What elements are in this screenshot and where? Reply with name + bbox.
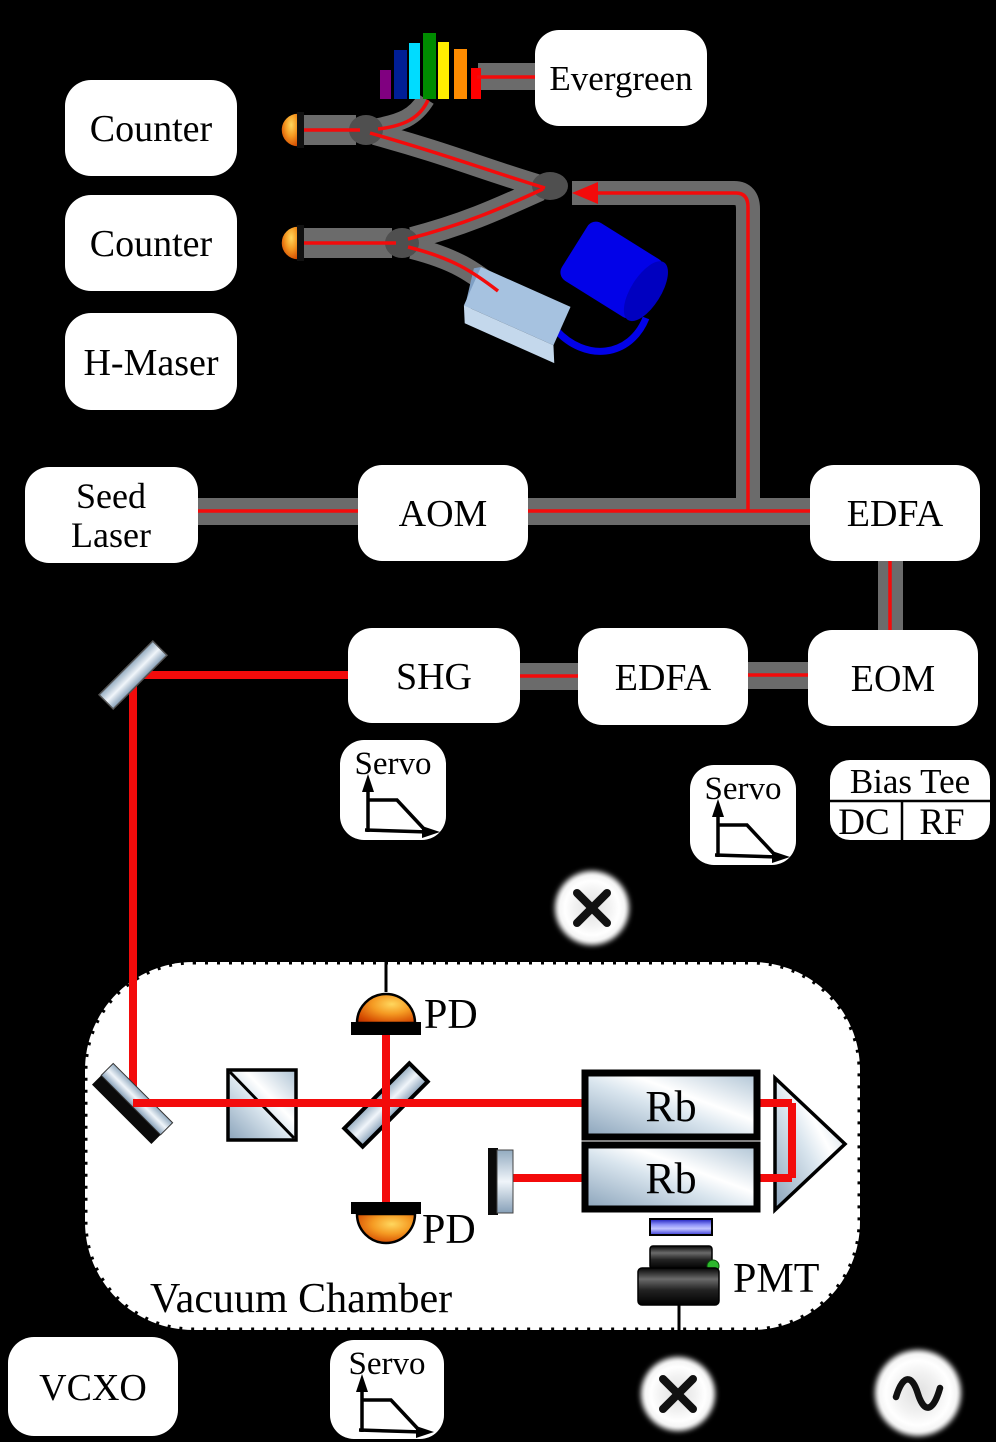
pmt-label: PMT	[733, 1256, 819, 1302]
spectrum-bar	[423, 33, 436, 99]
fiber-coupler-3	[532, 172, 568, 200]
fiber-network	[198, 63, 903, 690]
bias-tee-dc-label: DC	[838, 802, 889, 843]
rb-cell-top-label: Rb	[645, 1082, 696, 1131]
pmt-body	[637, 1267, 720, 1306]
counter-top-box	[65, 80, 237, 176]
spectrum-bars	[380, 33, 481, 99]
seed-laser-box	[25, 467, 198, 563]
mixer-upper-icon	[555, 871, 629, 945]
counter-bottom-label: Counter	[90, 223, 213, 265]
shg-label: SHG	[396, 656, 472, 698]
servo-3: Servo	[330, 1340, 444, 1439]
pd-top-base	[351, 1022, 421, 1035]
servo-1: Servo	[340, 740, 446, 840]
spectrum-bar	[454, 49, 467, 99]
eom-label: EOM	[851, 658, 935, 700]
edfa-top-box	[810, 465, 980, 561]
photodiode-base	[297, 112, 304, 148]
spool-cap	[623, 261, 668, 322]
blue-fiber	[553, 316, 650, 355]
fiber-coupler-2	[385, 228, 419, 258]
rb-cell-bottom-body	[581, 1141, 761, 1213]
evergreen-box	[535, 30, 707, 126]
oscillator-icon	[875, 1350, 961, 1436]
seed-laser-label-2: Laser	[71, 515, 151, 555]
fiber-spool-icon	[560, 221, 668, 322]
pd-top: PD	[351, 958, 478, 1038]
mixer-lower-icon	[641, 1357, 715, 1431]
eom-box	[808, 630, 978, 726]
optical-filter-icon	[649, 1218, 713, 1236]
aom-box	[358, 465, 528, 561]
vacuum-chamber-label: Vacuum Chamber	[150, 1276, 452, 1322]
rb-cell-bottom: Rb	[581, 1141, 761, 1213]
fiber-cores	[198, 75, 892, 678]
pmt-top	[649, 1245, 713, 1270]
retro-mirror-icon	[488, 1148, 514, 1215]
arrowhead-into-coupler	[572, 182, 598, 204]
photodiode-dome-icon	[280, 112, 299, 148]
pd-bottom-label: PD	[422, 1207, 476, 1253]
rb-cell-top: Rb	[581, 1069, 761, 1141]
bias-tee-title: Bias Tee	[850, 762, 970, 801]
rb-cell-bottom-label: Rb	[645, 1154, 696, 1203]
counter-top-label: Counter	[90, 108, 213, 150]
servo-3-box	[330, 1340, 444, 1439]
pd-bottom-base	[351, 1202, 421, 1214]
vcxo-box	[8, 1337, 178, 1436]
photodiode-dome-icon	[280, 225, 299, 261]
fold-mirror-top-icon	[97, 639, 169, 711]
photodiode-base	[297, 225, 304, 261]
spectrum-bar	[409, 43, 420, 99]
photodiode-counter-top	[280, 112, 304, 148]
edfa-top-label: EDFA	[847, 493, 944, 535]
bias-tee-rf-label: RF	[919, 802, 964, 843]
component-boxes: Evergreen Counter Counter H-Maser Seed L…	[25, 30, 980, 726]
evergreen-label: Evergreen	[549, 59, 692, 98]
spectrum-bar	[471, 68, 481, 99]
spectrum-bar	[438, 42, 449, 99]
free-space-beams	[129, 671, 348, 1103]
edfa-mid-label: EDFA	[615, 657, 712, 699]
photodiode-dome-icon	[355, 1212, 417, 1245]
pmt-assembly: PMT	[637, 1218, 819, 1334]
aom-label: AOM	[399, 493, 488, 535]
servo-2-label: Servo	[705, 771, 782, 807]
servo-response-icon	[362, 774, 440, 838]
vcxo: VCXO	[8, 1337, 178, 1436]
h-maser-label: H-Maser	[83, 342, 218, 384]
photodiode-dome-icon	[355, 992, 417, 1025]
counter-bottom-box	[65, 195, 237, 291]
pd-top-label: PD	[424, 992, 478, 1038]
fiber-spool-assembly	[463, 221, 668, 364]
servo-1-label: Servo	[355, 746, 432, 782]
vcxo-label: VCXO	[39, 1367, 147, 1409]
shg-box	[348, 628, 520, 723]
bias-tee: Bias Tee DC RF	[830, 760, 990, 843]
photodiode-counter-bottom	[280, 225, 304, 261]
vacuum-chamber	[82, 959, 863, 1333]
fiber-coupler-1	[349, 115, 383, 145]
edfa-mid-box	[578, 628, 748, 725]
servo-response-icon	[712, 799, 790, 863]
pd-bottom: PD	[351, 1202, 476, 1253]
servo-3-label: Servo	[349, 1346, 426, 1382]
servo-response-icon	[356, 1374, 434, 1438]
component-front	[463, 305, 555, 364]
seed-laser-label-1: Seed	[76, 476, 146, 516]
spectrum-bar	[380, 70, 391, 99]
h-maser-box	[65, 313, 237, 410]
servo-2: Servo	[690, 765, 796, 865]
spectrum-bar	[394, 50, 407, 99]
rb-cell-top-body	[581, 1069, 761, 1141]
